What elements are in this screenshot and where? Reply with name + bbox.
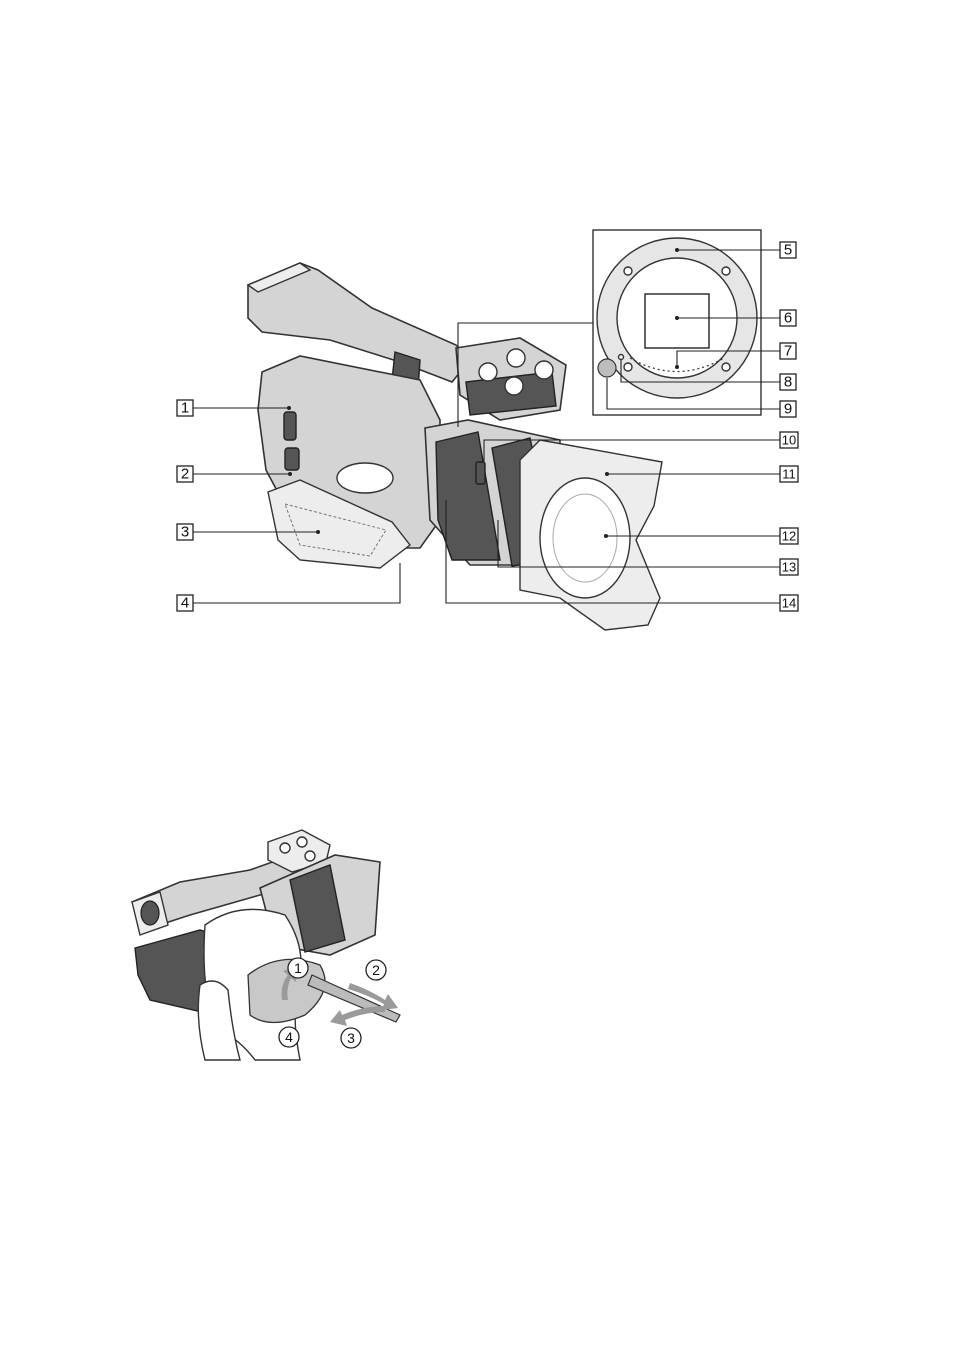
callout-label: 7 [784, 343, 792, 360]
image-sensor [645, 294, 709, 348]
step-4: 4 [279, 1027, 299, 1047]
step-1: 1 [288, 958, 308, 978]
callout-label: 13 [782, 560, 796, 575]
callout-label: 8 [784, 374, 792, 391]
photo-button [285, 448, 299, 470]
callout-4: 4 [177, 595, 193, 612]
callout-label: 4 [181, 595, 189, 612]
callout-5: 5 [780, 242, 796, 259]
callout-label: 3 [181, 524, 189, 541]
step-label: 3 [347, 1030, 355, 1046]
grip-belt-illustration [132, 830, 400, 1060]
callout-8: 8 [780, 374, 796, 391]
callout-11: 11 [780, 466, 798, 482]
callout-13: 13 [780, 559, 798, 575]
callout-9: 9 [780, 401, 796, 418]
callout-1: 1 [177, 400, 193, 417]
callout-12: 12 [780, 528, 798, 544]
lens-switch [476, 462, 485, 484]
callout-label: 2 [181, 466, 189, 483]
callout-label: 6 [784, 310, 792, 327]
step-3: 3 [341, 1028, 361, 1048]
callout-label: 1 [181, 400, 189, 417]
callout-6: 6 [780, 310, 796, 327]
callout-label: 10 [782, 433, 796, 448]
mounting-index [619, 355, 624, 360]
step-label: 1 [294, 960, 302, 976]
callout-3: 3 [177, 524, 193, 541]
step-label: 4 [285, 1029, 293, 1045]
callout-2: 2 [177, 466, 193, 483]
step-label: 2 [372, 962, 380, 978]
callout-7: 7 [780, 343, 796, 360]
callout-label: 5 [784, 242, 792, 259]
callout-label: 9 [784, 401, 792, 418]
body-window [337, 463, 393, 493]
callout-10: 10 [780, 432, 798, 448]
callout-label: 14 [782, 596, 796, 611]
lens-release-button [598, 359, 616, 377]
zoom-lever [284, 412, 296, 440]
callout-label: 12 [782, 529, 796, 544]
step-2: 2 [366, 960, 386, 980]
callout-label: 11 [782, 467, 796, 482]
arrow-left [330, 1006, 385, 1026]
lens-mount-inset [593, 230, 761, 415]
callout-14: 14 [780, 595, 798, 611]
